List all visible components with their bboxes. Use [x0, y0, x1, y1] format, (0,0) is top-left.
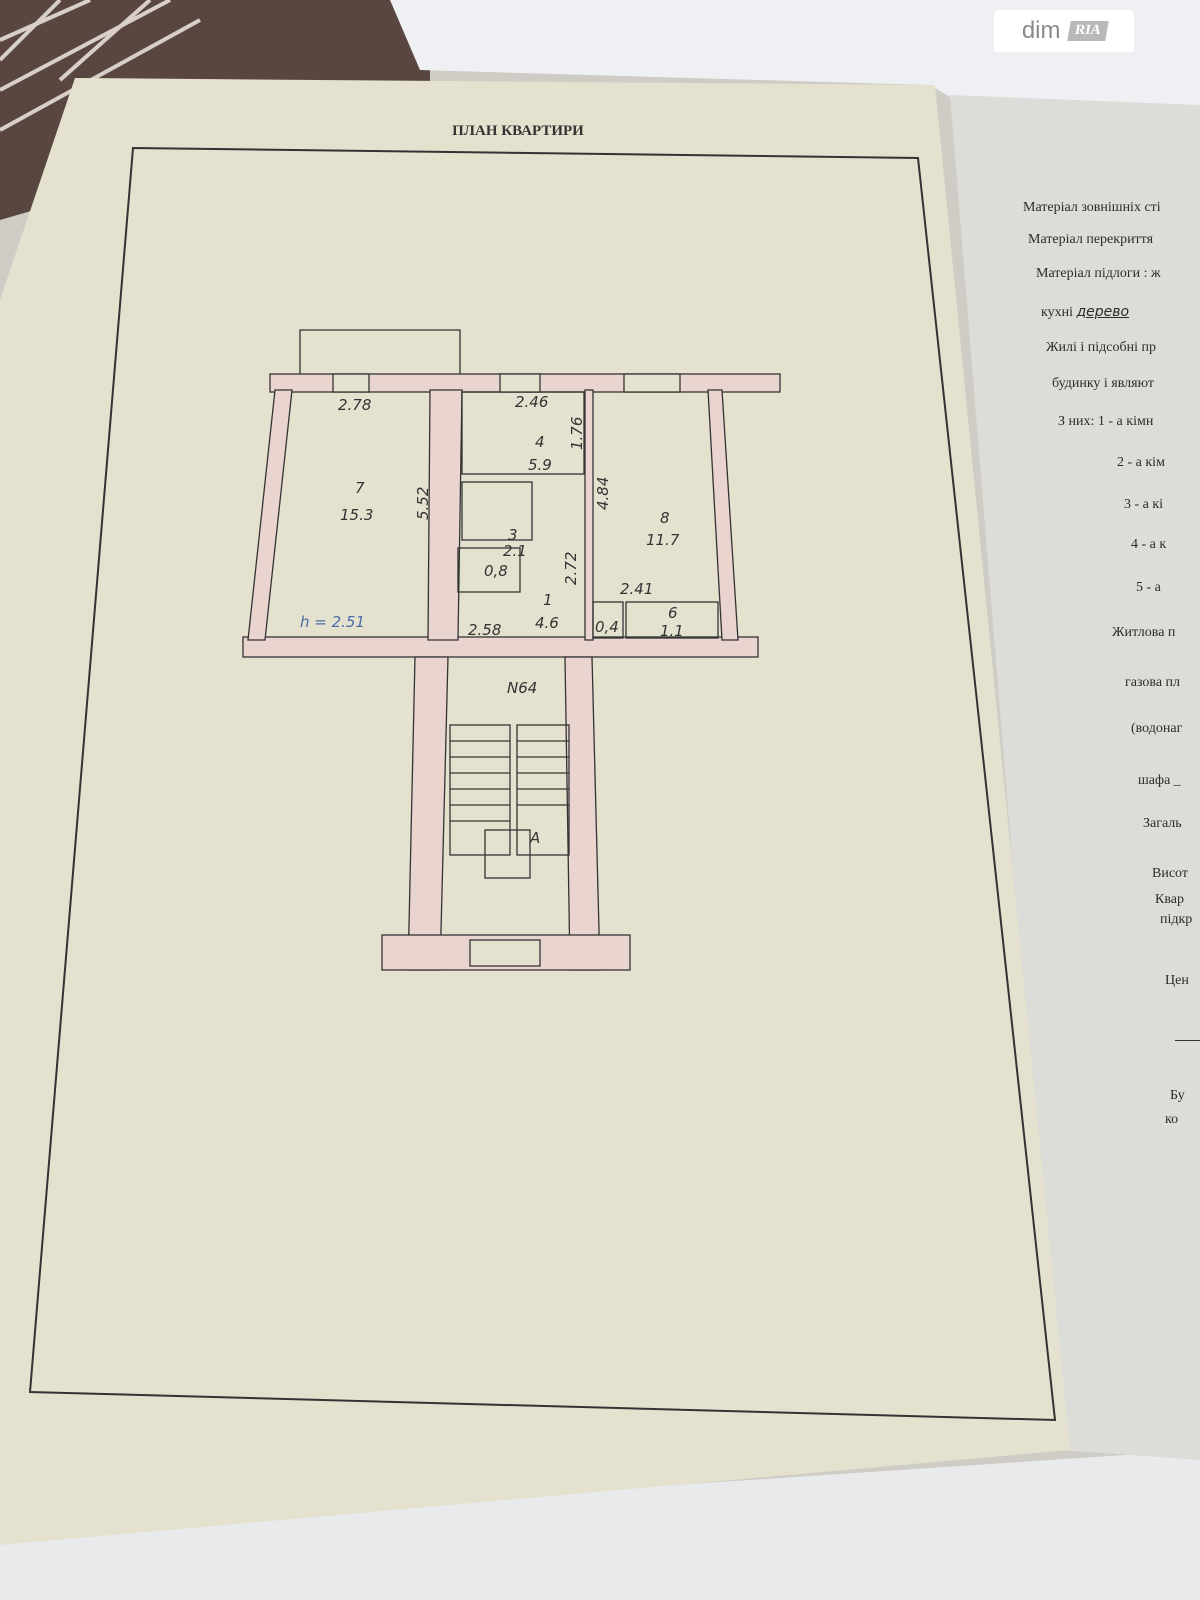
text-line: Цен — [1165, 973, 1189, 988]
text-line: З них: 1 - а кімн — [1058, 414, 1154, 429]
text-line: ко — [1165, 1112, 1179, 1127]
kitchen-floor-handwritten: дерево — [1076, 304, 1130, 320]
stairs — [449, 724, 570, 879]
text-line: Матеріал зовнішніх сті — [1023, 200, 1161, 215]
bathroom — [461, 481, 533, 541]
text-line: 5 - а — [1136, 580, 1161, 595]
text-line: будинку і являют — [1052, 376, 1154, 391]
svg-text:15.3: 15.3 — [340, 506, 373, 524]
text-line: шафа _ — [1138, 773, 1181, 788]
text-line: Матеріал перекриття — [1028, 232, 1154, 247]
stair-window — [469, 939, 541, 967]
window — [332, 373, 370, 393]
text-line: Житлова п — [1112, 625, 1176, 640]
svg-text:2.58: 2.58 — [468, 621, 501, 639]
signature-line — [1175, 1040, 1200, 1041]
text-line: Жилі і підсобні пр — [1046, 340, 1157, 355]
svg-text:1.1: 1.1 — [660, 622, 684, 640]
window — [499, 373, 541, 393]
closet-04 — [592, 601, 624, 639]
toilet — [457, 547, 521, 593]
text-line: Квар — [1155, 892, 1184, 907]
svg-text:h = 2.51: h = 2.51 — [300, 613, 365, 631]
text-line: Бу — [1170, 1088, 1185, 1103]
text-line: Матеріал підлоги : ж — [1036, 266, 1161, 281]
svg-text:4: 4 — [535, 433, 545, 451]
window — [623, 373, 681, 393]
svg-text:2.78: 2.78 — [338, 396, 371, 414]
svg-text:2.72: 2.72 — [562, 552, 580, 585]
wall-left — [247, 389, 293, 641]
closet-6 — [625, 601, 719, 639]
white-paper-bottom — [0, 1450, 1200, 1600]
text-line: 3 - а кі — [1124, 497, 1164, 512]
logo-badge: RIA — [1066, 21, 1108, 41]
text-line: 2 - а кім — [1117, 455, 1165, 470]
wall-right — [707, 389, 739, 641]
svg-text:2.1: 2.1 — [503, 542, 527, 560]
text-line: Висот — [1152, 866, 1188, 881]
wall-mid-left — [427, 389, 463, 641]
svg-text:0,8: 0,8 — [484, 562, 508, 580]
svg-text:4.84: 4.84 — [594, 477, 612, 510]
svg-text:6: 6 — [668, 604, 678, 622]
wall-mid-right — [584, 389, 594, 641]
page-frame — [28, 146, 1057, 1422]
svg-text:3: 3 — [508, 526, 518, 544]
svg-text:2.41: 2.41 — [620, 580, 653, 598]
svg-text:2.46: 2.46 — [515, 393, 548, 411]
text-line: 4 - а к — [1131, 537, 1167, 552]
svg-text:A: A — [529, 829, 540, 847]
text-line: (водонаг — [1131, 721, 1183, 736]
svg-text:1: 1 — [543, 591, 553, 609]
floor-plan — [242, 329, 781, 971]
text-line: Загаль — [1143, 816, 1182, 831]
svg-text:4.6: 4.6 — [535, 614, 559, 632]
svg-text:5.9: 5.9 — [528, 456, 552, 474]
svg-text:8: 8 — [660, 509, 670, 527]
left-page — [0, 78, 1070, 1545]
svg-text:1.76: 1.76 — [568, 417, 586, 450]
text-line: газова пл — [1125, 675, 1181, 690]
svg-text:5.52: 5.52 — [414, 487, 432, 520]
text-line: кухні дерево — [1041, 304, 1130, 320]
striped-pattern — [0, 0, 201, 132]
right-page — [950, 95, 1200, 1460]
plan-labels: 7 15.3 4 5.9 3 2.1 8 11.7 1 4.6 6 1.1 0,… — [300, 393, 684, 847]
watermark-logo: dim RIA — [994, 10, 1134, 52]
svg-text:7: 7 — [355, 479, 365, 497]
logo-text: dim — [1021, 17, 1061, 44]
plan-title: ПЛАН КВАРТИРИ — [452, 123, 584, 139]
svg-text:11.7: 11.7 — [646, 531, 680, 549]
text-line: підкр — [1160, 912, 1193, 927]
svg-text:N64: N64 — [507, 679, 537, 697]
wall-bottom — [242, 636, 759, 658]
svg-text:0,4: 0,4 — [595, 618, 619, 636]
